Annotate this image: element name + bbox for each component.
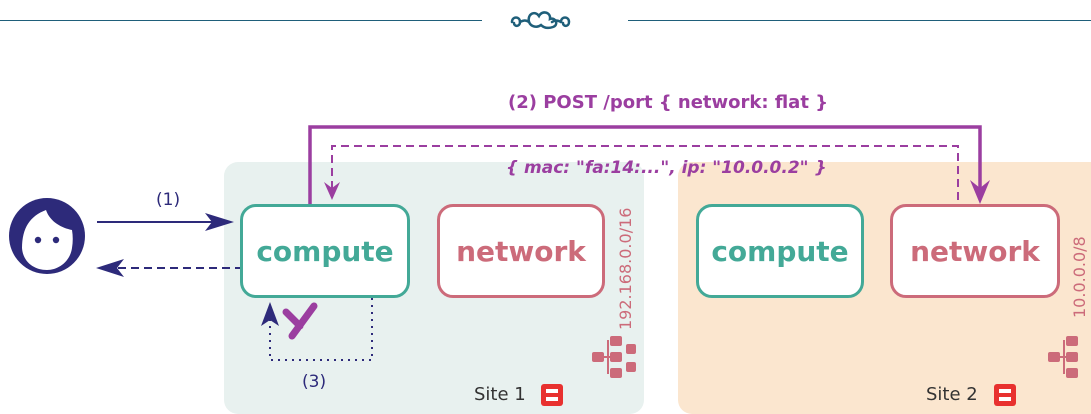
response-label: { mac: "fa:14:...", ip: "10.0.0.2" } (506, 158, 827, 178)
site2-network-label: network (910, 234, 1040, 268)
response-arrowhead (324, 182, 340, 200)
site2-name: Site 2 (926, 384, 978, 405)
step1-label: (1) (156, 190, 181, 210)
site1-name: Site 1 (474, 384, 526, 405)
site2-network-node[interactable]: network (890, 204, 1060, 298)
post-request-label: (2) POST /port { network: flat } (508, 92, 829, 113)
post-request-arrowhead (970, 180, 990, 204)
step3-arrowhead (261, 302, 279, 326)
response-arrow (331, 145, 959, 200)
site2-cidr-label: 10.0.0.0/8 (1070, 236, 1089, 318)
step3-label: (3) (302, 372, 327, 392)
site1-network-node[interactable]: network (437, 204, 605, 298)
step3-loop (269, 298, 373, 361)
site1-compute-label: compute (256, 234, 394, 268)
site1-cidr-label: 192.168.0.0/16 (616, 207, 635, 330)
return-arrowhead (96, 259, 124, 277)
site1-compute-node[interactable]: compute (240, 204, 410, 298)
header-rule-right (628, 20, 1091, 21)
header-rule-left (0, 20, 482, 21)
site2-compute-node[interactable]: compute (696, 204, 864, 298)
step1-arrowhead (205, 213, 234, 231)
site2-compute-label: compute (711, 234, 849, 268)
site1-network-label: network (456, 234, 586, 268)
post-request-arrow (308, 125, 982, 204)
